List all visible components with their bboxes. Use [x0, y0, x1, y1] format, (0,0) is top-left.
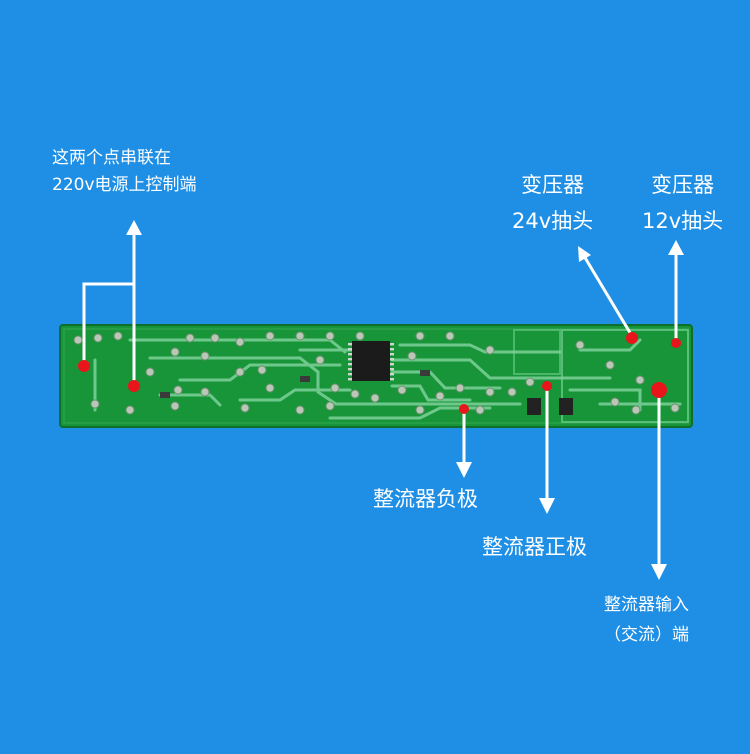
rectifier-positive-marker [542, 381, 552, 391]
rectifier-input-label: 整流器输入 （交流）端 [604, 590, 689, 650]
callout-lines [82, 232, 678, 568]
rectifier-negative-arrow-head [456, 462, 472, 478]
tap-12v-line-1: 变压器 [651, 173, 715, 197]
rectifier-input-line-2: （交流）端 [604, 625, 689, 645]
solder-pads [73, 331, 680, 415]
rectifier-negative-label: 整流器负极 [373, 487, 478, 511]
rectifier-positive-arrow-head [539, 498, 555, 514]
series-bracket-line [82, 282, 134, 364]
arrow-heads [126, 220, 684, 580]
series-point-1-marker [78, 360, 90, 372]
rectifier-input-arrow-head [651, 564, 667, 580]
series-point-2-marker [128, 380, 140, 392]
series-control-arrow-head [126, 220, 142, 235]
tap-24v-label: 变压器 24v抽头 [512, 167, 593, 239]
tap-12v-label: 变压器 12v抽头 [642, 167, 723, 239]
tap-24v-arrow-line [582, 255, 634, 337]
tap-12v-marker [671, 338, 681, 348]
series-control-label: 这两个点串联在 220v电源上控制端 [52, 145, 197, 199]
tap-24v-arrow-head [578, 246, 591, 262]
tap-12v-line-2: 12v抽头 [642, 209, 724, 233]
tap-24v-marker [626, 332, 638, 344]
rectifier-input-marker [651, 382, 667, 398]
pcb-traces [93, 338, 682, 420]
rectifier-input-line-1: 整流器输入 [604, 595, 689, 615]
rectifier-negative-marker [459, 404, 469, 414]
ic-chip [348, 341, 394, 381]
tap-24v-line-2: 24v抽头 [512, 209, 594, 233]
tap-12v-arrow-head [668, 240, 684, 255]
rectifier-positive-label: 整流器正极 [482, 535, 587, 559]
series-control-line-2: 220v电源上控制端 [52, 175, 197, 195]
smd-components [160, 370, 573, 415]
tap-24v-line-1: 变压器 [521, 173, 585, 197]
series-control-line-1: 这两个点串联在 [52, 148, 171, 168]
red-markers [78, 332, 681, 414]
